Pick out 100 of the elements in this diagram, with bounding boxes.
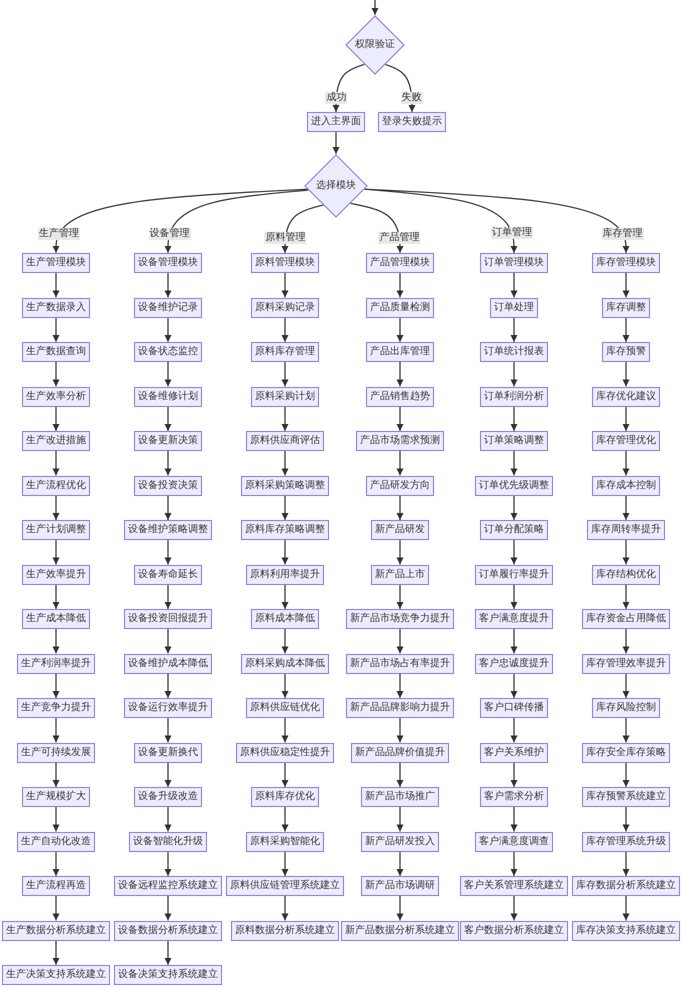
arrow <box>510 362 518 386</box>
arrow <box>396 362 404 386</box>
process-box: 设备状态监控 <box>134 342 202 362</box>
process-box: 生产效率提升 <box>22 564 90 584</box>
process-box: 原料利用率提升 <box>246 564 324 584</box>
process-box: 原料采购记录 <box>251 298 319 318</box>
arrow <box>396 318 404 342</box>
arrow <box>52 406 60 431</box>
process-box: 库存预警 <box>602 342 650 362</box>
process-box: 生产竞争力提升 <box>17 698 95 718</box>
arrow <box>52 807 60 832</box>
arrow <box>510 540 518 564</box>
process-box: 生产流程优化 <box>22 476 90 496</box>
arrow <box>52 584 60 609</box>
process-box: 原料采购成本降低 <box>241 654 329 674</box>
arrow <box>281 406 289 431</box>
arrow <box>622 674 630 698</box>
process-box: 设备远程监控系统建立 <box>114 876 222 896</box>
arrow <box>396 762 404 787</box>
process-box: 设备投资回报提升 <box>124 609 212 629</box>
arrow <box>396 584 404 609</box>
arrow <box>622 318 630 342</box>
arrow <box>510 584 518 609</box>
arrow <box>622 629 630 654</box>
process-box: 原料供应稳定性提升 <box>236 742 334 762</box>
arrow <box>52 540 60 564</box>
process-box: 设备决策支持系统建立 <box>114 965 222 985</box>
arrow <box>52 896 60 920</box>
process-box: 生产数据查询 <box>22 342 90 362</box>
arrow <box>510 406 518 431</box>
process-box: 订单统计报表 <box>480 342 548 362</box>
process-box: 设备数据分析系统建立 <box>114 920 222 940</box>
process-box: 客户满意度提升 <box>475 609 553 629</box>
process-box: 设备维护策略调整 <box>124 520 212 540</box>
arrow <box>396 629 404 654</box>
process-box: 产品市场需求预测 <box>356 431 444 451</box>
process-box: 订单优先级调整 <box>475 476 553 496</box>
decision-diamond: 选择模块 <box>304 154 368 218</box>
process-box: 生产规模扩大 <box>22 787 90 807</box>
arrow <box>364 188 630 253</box>
process-box: 客户口碑传播 <box>480 698 548 718</box>
process-box: 新产品数据分析系统建立 <box>341 920 459 940</box>
arrow <box>396 540 404 564</box>
process-box: 客户满意度调查 <box>475 832 553 852</box>
process-box: 生产管理模块 <box>22 253 90 273</box>
process-box: 库存成本控制 <box>592 476 660 496</box>
process-box: 生产可持续发展 <box>17 742 95 762</box>
edge-label: 成功 <box>325 92 348 104</box>
process-box: 产品销售趋势 <box>366 386 434 406</box>
arrow <box>52 451 60 476</box>
process-box: 新产品市场推广 <box>361 787 439 807</box>
process-box: 原料采购策略调整 <box>241 476 329 496</box>
process-box: 客户忠诚度提升 <box>475 654 553 674</box>
arrow <box>164 496 172 520</box>
process-box: 生产效率分析 <box>22 386 90 406</box>
arrow <box>510 896 518 920</box>
process-box: 设备投资决策 <box>134 476 202 496</box>
arrow <box>281 718 289 742</box>
process-box: 产品质量检测 <box>366 298 434 318</box>
arrow <box>510 718 518 742</box>
arrow <box>52 940 60 965</box>
arrow <box>622 762 630 787</box>
process-box: 原料库存优化 <box>251 787 319 807</box>
arrow <box>396 451 404 476</box>
process-box: 原料数据分析系统建立 <box>231 920 339 940</box>
arrow <box>164 718 172 742</box>
process-box: 设备寿命延长 <box>134 564 202 584</box>
process-box: 库存优化建议 <box>592 386 660 406</box>
process-box: 客户需求分析 <box>480 787 548 807</box>
arrow <box>52 362 60 386</box>
process-box: 设备更新决策 <box>134 431 202 451</box>
arrow <box>281 674 289 698</box>
arrow <box>52 188 308 253</box>
process-box: 库存安全库存策略 <box>582 742 670 762</box>
process-box: 库存管理效率提升 <box>582 654 670 674</box>
arrow <box>510 629 518 654</box>
process-box: 库存管理系统升级 <box>582 832 670 852</box>
arrow <box>622 362 630 386</box>
arrow <box>164 629 172 654</box>
process-box: 原料供应链优化 <box>246 698 324 718</box>
process-box: 生产流程再造 <box>22 876 90 896</box>
arrow <box>622 496 630 520</box>
arrow <box>622 852 630 876</box>
decision-diamond: 权限验证 <box>345 15 405 75</box>
arrow <box>281 852 289 876</box>
process-box: 原料采购智能化 <box>246 832 324 852</box>
arrow <box>164 896 172 920</box>
process-box: 生产利润率提升 <box>17 654 95 674</box>
arrow <box>52 496 60 520</box>
arrow <box>164 940 172 965</box>
arrow <box>281 273 289 298</box>
arrow <box>52 674 60 698</box>
process-box: 设备维护成本降低 <box>124 654 212 674</box>
arrow <box>622 718 630 742</box>
arrow <box>281 451 289 476</box>
process-box: 新产品市场竞争力提升 <box>346 609 454 629</box>
arrow <box>396 852 404 876</box>
arrow <box>281 896 289 920</box>
arrow <box>164 318 172 342</box>
arrow <box>164 273 172 298</box>
